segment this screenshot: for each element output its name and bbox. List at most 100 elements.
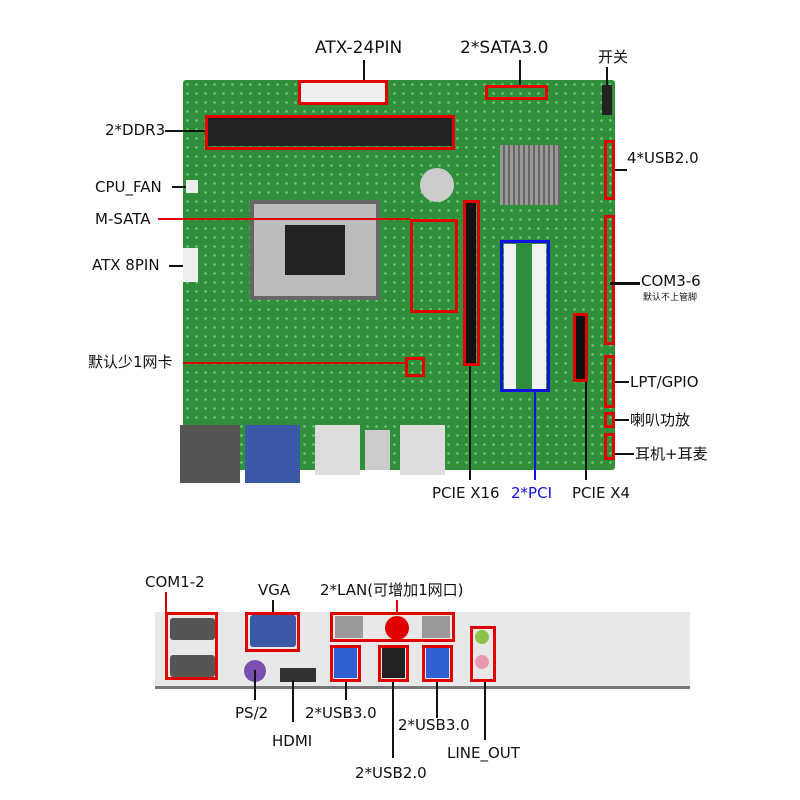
leader-line: [469, 366, 471, 480]
label-usb20: 2*USB2.0: [355, 764, 427, 782]
label-atx8: ATX 8PIN: [92, 256, 160, 274]
leader-line: [292, 680, 294, 722]
extra-lan-dot: [385, 616, 409, 640]
com1-port: [170, 618, 215, 640]
highlight-audio: [604, 433, 615, 460]
leader-line: [534, 392, 536, 480]
highlight-line-out: [470, 626, 496, 682]
label-switch: 开关: [598, 48, 629, 66]
heatsink: [500, 145, 560, 205]
leader-line: [392, 682, 394, 758]
leader-line: [363, 60, 365, 80]
leader-line: [254, 670, 256, 700]
highlight-pcie-x16: [463, 200, 480, 366]
label-vga: VGA: [258, 581, 291, 599]
label-usb30-left: 2*USB3.0: [305, 704, 377, 722]
leader-line: [172, 186, 186, 188]
leader-line: [272, 600, 274, 612]
leader-line: [396, 600, 398, 614]
label-com36: COM3-6: [641, 272, 701, 290]
label-lan: 2*LAN(可增加1网口): [320, 581, 464, 599]
leader-line: [436, 682, 438, 718]
leader-line: [158, 218, 410, 220]
leader-line: [615, 381, 629, 383]
label-nic-default: 默认少1网卡: [88, 353, 173, 371]
dimm-slots: [208, 118, 452, 146]
label-pcie-x4: PCIE X4: [572, 484, 631, 502]
leader-line: [484, 682, 486, 740]
label-hdmi: HDMI: [272, 732, 313, 750]
leader-line: [165, 592, 167, 612]
leader-line: [183, 362, 405, 364]
switch-header: [602, 85, 612, 115]
label-line-out: LINE_OUT: [447, 744, 520, 762]
leader-line: [169, 265, 183, 267]
highlight-lan: [330, 612, 455, 642]
label-speaker: 喇叭功放: [630, 411, 691, 429]
label-cpu-fan: CPU_FAN: [95, 178, 162, 196]
pcie-x4-slot: [576, 316, 585, 379]
cpu-socket-center: [285, 225, 345, 275]
label-usb30-right: 2*USB3.0: [398, 716, 470, 734]
label-msata: M-SATA: [95, 210, 151, 228]
usb30-left-ports: [334, 648, 357, 678]
vga-port: [250, 615, 296, 647]
label-usb20-headers: 4*USB2.0: [627, 149, 699, 167]
lan-port-2: [422, 616, 450, 638]
rear-vga-port: [245, 425, 300, 483]
label-lpt: LPT/GPIO: [630, 373, 699, 391]
highlight-com36: [604, 215, 615, 345]
hdmi-port: [280, 668, 316, 682]
usb30-right-ports: [426, 648, 449, 678]
highlight-speaker: [604, 412, 615, 428]
highlight-ddr3: [205, 115, 455, 150]
leader-line: [165, 130, 205, 132]
highlight-nic: [405, 357, 425, 377]
leader-line: [345, 682, 347, 700]
leader-line: [585, 382, 587, 480]
line-out-jack: [475, 630, 489, 644]
highlight-com12: [165, 612, 218, 680]
highlight-usb20: [378, 645, 409, 682]
highlight-msata: [410, 219, 458, 313]
highlight-usb20-headers: [604, 140, 615, 200]
highlight-sata: [485, 85, 548, 100]
label-ddr3: 2*DDR3: [105, 121, 166, 139]
label-ps2: PS/2: [235, 704, 269, 722]
leader-line: [606, 67, 608, 85]
com2-port: [170, 655, 215, 677]
cpu-fan-header: [186, 180, 198, 193]
pci-slots: [504, 244, 546, 389]
highlight-atx24: [298, 80, 388, 105]
highlight-pci: [500, 240, 550, 392]
label-pcie-x16: PCIE X16: [432, 484, 500, 502]
highlight-usb30-left: [330, 645, 361, 682]
rear-lan-usb-2: [400, 425, 445, 475]
label-sata: 2*SATA3.0: [460, 38, 549, 58]
rear-lan-usb: [315, 425, 360, 475]
cpu-socket: [250, 200, 380, 300]
atx24-connector: [300, 82, 386, 102]
highlight-pcie-x4: [573, 313, 588, 382]
rear-usb: [365, 430, 390, 470]
highlight-usb30-right: [422, 645, 453, 682]
label-atx24: ATX-24PIN: [315, 38, 403, 58]
label-pci: 2*PCI: [511, 484, 552, 502]
lan-port-1: [335, 616, 363, 638]
leader-line: [615, 169, 627, 171]
label-com12: COM1-2: [145, 573, 205, 591]
highlight-lpt: [604, 355, 615, 408]
label-audio: 耳机+耳麦: [635, 445, 708, 463]
label-com36-note: 默认不上管脚: [643, 293, 698, 303]
leader-line: [610, 282, 640, 285]
atx8-connector: [183, 248, 198, 282]
leader-line: [615, 419, 629, 421]
leader-line: [519, 60, 521, 85]
usb20-ports: [382, 648, 405, 678]
rear-com-port: [180, 425, 240, 483]
mic-jack: [475, 655, 489, 669]
cmos-battery: [420, 168, 454, 202]
pcie-x16-slot: [466, 203, 476, 363]
highlight-vga: [245, 612, 300, 652]
